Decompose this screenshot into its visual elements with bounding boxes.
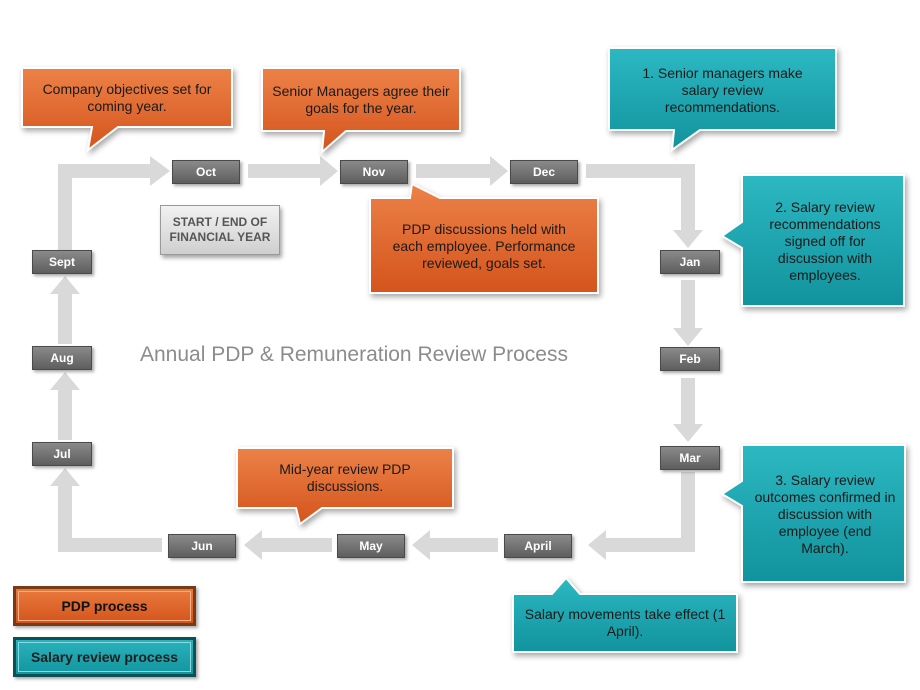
month-mar: Mar bbox=[660, 446, 720, 470]
arrow-nov-to-dec bbox=[416, 156, 508, 186]
callout-salary-2: 2. Salary review recommendations signed … bbox=[769, 198, 881, 283]
salary-callout-shapes bbox=[512, 47, 906, 653]
legend-pdp-process: PDP process bbox=[13, 586, 196, 626]
month-oct: Oct bbox=[172, 160, 240, 184]
month-nov: Nov bbox=[340, 160, 408, 184]
arrow-jun-to-jul bbox=[50, 468, 162, 552]
month-aug: Aug bbox=[32, 346, 92, 370]
flow-arrows bbox=[50, 156, 703, 560]
callout-senior-goals: Senior Managers agree their goals for th… bbox=[272, 83, 450, 116]
month-dec: Dec bbox=[510, 160, 578, 184]
month-jun: Jun bbox=[168, 534, 236, 558]
arrow-sept-to-oct bbox=[58, 156, 170, 250]
month-feb: Feb bbox=[660, 347, 720, 371]
callout-salary-movements: Salary movements take effect (1 April). bbox=[524, 606, 726, 639]
month-april: April bbox=[504, 534, 572, 558]
month-jul: Jul bbox=[32, 442, 92, 466]
month-sept: Sept bbox=[32, 250, 92, 274]
legend-pdp-label: PDP process bbox=[61, 598, 148, 614]
pdp-callout-shapes bbox=[21, 67, 599, 526]
callout-shape-salary-2 bbox=[720, 174, 905, 307]
callout-midyear: Mid-year review PDP discussions. bbox=[279, 461, 411, 494]
callout-salary-3: 3. Salary review outcomes confirmed in d… bbox=[754, 471, 896, 556]
callout-shape-salary-movements bbox=[512, 576, 738, 653]
arrow-oct-to-nov bbox=[248, 156, 338, 186]
callout-salary-1: 1. Senior managers make salary review re… bbox=[642, 64, 803, 115]
arrow-mar-to-april bbox=[588, 472, 695, 560]
callout-shape-company-objectives bbox=[21, 67, 233, 153]
arrow-april-to-may bbox=[412, 530, 498, 560]
callout-pdp-discussions: PDP discussions held with each employee.… bbox=[392, 220, 576, 271]
arrow-aug-to-sept bbox=[50, 276, 80, 344]
legend-salary-review-process: Salary review process bbox=[13, 637, 196, 677]
arrow-feb-to-mar bbox=[673, 378, 703, 442]
arrow-may-to-jun bbox=[244, 530, 332, 560]
callout-shape-salary-1 bbox=[608, 47, 837, 153]
callout-shape-pdp-discussions bbox=[369, 182, 599, 294]
callout-shape-salary-3 bbox=[720, 444, 906, 583]
callout-company-objectives: Company objectives set for coming year. bbox=[42, 81, 212, 114]
callout-shape-senior-goals bbox=[261, 67, 461, 155]
arrow-jul-to-aug bbox=[50, 372, 80, 440]
diagram-title: Annual PDP & Remuneration Review Process bbox=[140, 343, 568, 366]
start-end-financial-year: START / END OF FINANCIAL YEAR bbox=[160, 205, 280, 255]
arrow-jan-to-feb bbox=[673, 280, 703, 346]
month-jan: Jan bbox=[660, 250, 720, 274]
legend-salary-label: Salary review process bbox=[30, 649, 179, 665]
arrow-dec-to-jan bbox=[586, 164, 703, 248]
callout-shape-midyear bbox=[236, 447, 454, 526]
month-may: May bbox=[337, 534, 405, 558]
